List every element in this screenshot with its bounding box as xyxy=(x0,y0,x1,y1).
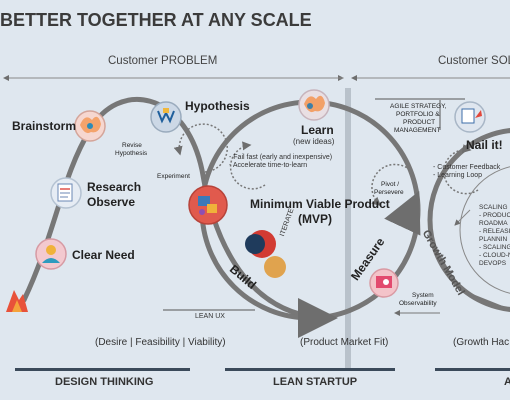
rocket-icon xyxy=(454,101,486,133)
label-mvp-1: Minimum Viable Product xyxy=(250,197,390,211)
bottom-agile: A xyxy=(504,376,510,388)
agile-bar xyxy=(435,368,510,371)
analytics-icon xyxy=(369,268,399,298)
growth-loop xyxy=(427,128,510,312)
scaling-item: PLANNIN xyxy=(479,236,508,243)
design-thinking-bar xyxy=(15,368,190,371)
label-revise-2: Hypothesis xyxy=(115,150,148,157)
learn-brain-icon xyxy=(298,89,330,121)
label-agile-3: PRODUCT xyxy=(403,119,436,126)
label-agile-2: PORTFOLIO & xyxy=(396,111,440,118)
footer-desire: (Desire | Feasibility | Viability) xyxy=(95,337,226,348)
label-brainstorm: Brainstorm xyxy=(12,119,77,133)
label-experiment: Experiment xyxy=(157,173,190,180)
section-divider xyxy=(345,88,351,368)
label-pivot-2: Persevere xyxy=(374,189,404,196)
bottom-design-thinking: DESIGN THINKING xyxy=(55,376,154,388)
startup-flame-icon xyxy=(6,290,28,312)
scaling-item: SCALING xyxy=(479,204,508,211)
scaling-item: - RELEASI xyxy=(479,228,510,235)
scaling-item: - SCALING xyxy=(479,244,510,251)
label-learning-loop: - Learning Loop xyxy=(433,172,483,179)
label-observe: Observe xyxy=(87,195,136,209)
bottom-lean-startup: LEAN STARTUP xyxy=(273,376,358,388)
label-accelerate: - Accelerate time-to-learn xyxy=(229,162,308,169)
loop-arrow-right xyxy=(384,190,421,236)
label-fail-fast: - Fail fast (early and inexpensive) xyxy=(229,154,333,161)
label-learn: Learn xyxy=(301,123,334,137)
label-system-1: System xyxy=(412,292,434,299)
scaling-item: ROADMA xyxy=(479,220,508,227)
label-clear-need: Clear Need xyxy=(72,248,135,262)
learn-cycle xyxy=(229,141,266,190)
idea-icon xyxy=(150,101,182,133)
growth-pointer xyxy=(454,209,471,226)
scaling-item: - PRODUC xyxy=(479,212,510,219)
section-problem: Customer PROBLEM xyxy=(108,55,218,67)
page-title: BETTER TOGETHER AT ANY SCALE xyxy=(0,10,312,30)
scaling-ring xyxy=(459,166,510,294)
user-icon xyxy=(35,238,67,270)
iterate-circles-icon xyxy=(245,230,286,278)
footer-pmf: (Product Market Fit) xyxy=(300,337,389,348)
pivot-cycle xyxy=(371,163,411,206)
experiment-cycle xyxy=(173,123,228,173)
label-lean-ux: LEAN UX xyxy=(195,313,225,320)
label-pivot-1: Pivot / xyxy=(381,181,400,188)
label-nail-it: Nail it! xyxy=(466,138,503,152)
label-mvp-2: (MVP) xyxy=(298,212,332,226)
label-agile-1: AGILE STRATEGY, xyxy=(390,103,447,110)
scaling-item: DEVOPS xyxy=(479,260,507,267)
scaling-item: - CLOUD-N xyxy=(479,252,510,259)
brain-icon xyxy=(74,110,106,142)
footer-growth: (Growth Hac xyxy=(453,337,510,348)
label-revise-1: Revise xyxy=(122,142,142,149)
label-customer-feedback: - Customer Feedback xyxy=(433,164,501,171)
label-agile-4: MANAGEMENT xyxy=(394,127,441,134)
growth-model-guide xyxy=(429,239,510,311)
scaling-list: SCALING - PRODUC ROADMA - RELEASI PLANNI… xyxy=(479,204,510,268)
section-solution: Customer SOL xyxy=(438,55,510,67)
feedback-cycle xyxy=(443,144,479,195)
lean-startup-bar xyxy=(225,368,395,371)
label-learn-sub: (new ideas) xyxy=(293,137,335,146)
tools-icon xyxy=(188,185,228,225)
label-system-2: Observability xyxy=(399,300,437,307)
label-research: Research xyxy=(87,180,142,194)
document-icon xyxy=(50,177,82,209)
label-hypothesis: Hypothesis xyxy=(185,99,250,113)
